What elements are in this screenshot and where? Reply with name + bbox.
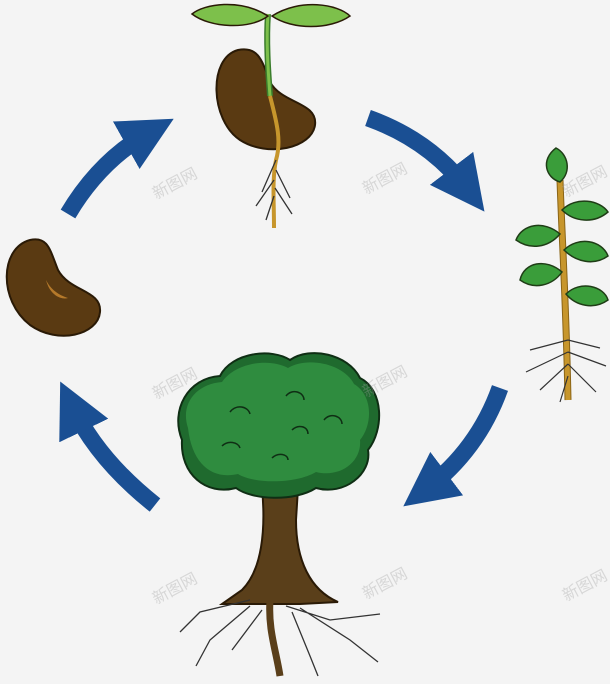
cycle-arrow-seed-to-germination bbox=[60, 118, 174, 219]
germinating-seed-icon bbox=[190, 3, 352, 229]
cycle-arrow-seedling-to-tree bbox=[403, 385, 509, 507]
tree-icon bbox=[177, 352, 381, 677]
cycle-arrow-germination-to-seedling bbox=[365, 109, 485, 212]
bean-seed-icon bbox=[5, 238, 102, 337]
seedling-icon bbox=[515, 147, 609, 403]
cycle-arrow-tree-to-seed bbox=[59, 381, 161, 512]
